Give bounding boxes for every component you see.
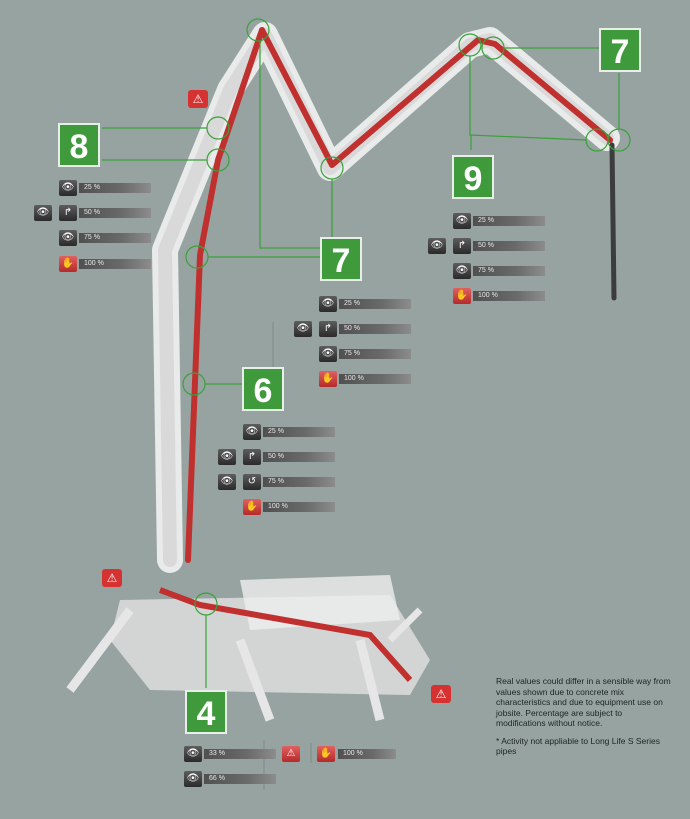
eye-icon: 👁 [453, 213, 471, 229]
pct-label: 100 % [268, 503, 288, 510]
warning-icon: ⚠ [431, 685, 451, 703]
pct-label: 75 % [344, 350, 360, 357]
pct-label: 25 % [344, 300, 360, 307]
eye-icon: 👁 [184, 746, 202, 762]
disclaimer-notes: Real values could differ in a sensible w… [496, 676, 674, 764]
footnote-text: * Activity not appliable to Long Life S … [496, 735, 660, 757]
pct-label: 75 % [478, 267, 494, 274]
eye-icon: 👁 [243, 424, 261, 440]
warning-icon: ⚠ [188, 90, 208, 108]
eye-icon: 👁 [59, 230, 77, 246]
eye-icon: 👁 [218, 449, 236, 465]
disclaimer-text: Real values could differ in a sensible w… [496, 676, 671, 728]
eye-icon: 👁 [218, 474, 236, 490]
replace-red-icon: ✋ [453, 288, 471, 304]
pct-label: 50 % [478, 242, 494, 249]
pct-label: 100 % [344, 375, 364, 382]
eye-icon: 👁 [428, 238, 446, 254]
eye-icon: 👁 [34, 205, 52, 221]
eye-icon: 👁 [294, 321, 312, 337]
pct-label: 100 % [84, 260, 104, 267]
replace-red-icon: ✋ [319, 371, 337, 387]
eye-icon: 👁 [319, 346, 337, 362]
pct-label: 25 % [268, 428, 284, 435]
eye-icon: 👁 [184, 771, 202, 787]
section-7-top-badge: 7 [599, 28, 641, 72]
end-hose [609, 142, 617, 301]
pct-label: 25 % [84, 184, 100, 191]
replace-red-icon: ✋ [243, 499, 261, 515]
truck-body [66, 575, 430, 722]
section-7-badge: 7 [320, 237, 362, 281]
pct-label: 50 % [344, 325, 360, 332]
pct-label: 100 % [343, 750, 363, 757]
boom-structure [152, 22, 620, 573]
turn-arrow-icon: ↱ [319, 321, 337, 337]
replace-red-icon: ✋ [59, 256, 77, 272]
eye-icon: 👁 [59, 180, 77, 196]
pct-label: 66 % [209, 775, 225, 782]
pct-label: 33 % [209, 750, 225, 757]
pct-label: 75 % [268, 478, 284, 485]
section-8-badge: 8 [58, 123, 100, 167]
pct-label: 50 % [84, 209, 100, 216]
pct-label: 50 % [268, 453, 284, 460]
leader-lines [102, 18, 631, 688]
warning-icon: ⚠ [102, 569, 122, 587]
section-6-badge: 6 [242, 367, 284, 411]
warning-icon: ⚠ [282, 746, 300, 762]
pct-label: 100 % [478, 292, 498, 299]
turn-arrow-icon: ↱ [243, 449, 261, 465]
pct-label: 25 % [478, 217, 494, 224]
pipeline [185, 27, 613, 563]
turn-arrow-icon: ↱ [453, 238, 471, 254]
pct-label: 75 % [84, 234, 100, 241]
eye-icon: 👁 [453, 263, 471, 279]
replace-red-icon: ✋ [317, 746, 335, 762]
section-4-badge: 4 [185, 690, 227, 734]
rotate-icon: ↺ [243, 474, 261, 490]
turn-arrow-icon: ↱ [59, 205, 77, 221]
section-9-badge: 9 [452, 155, 494, 199]
eye-icon: 👁 [319, 296, 337, 312]
